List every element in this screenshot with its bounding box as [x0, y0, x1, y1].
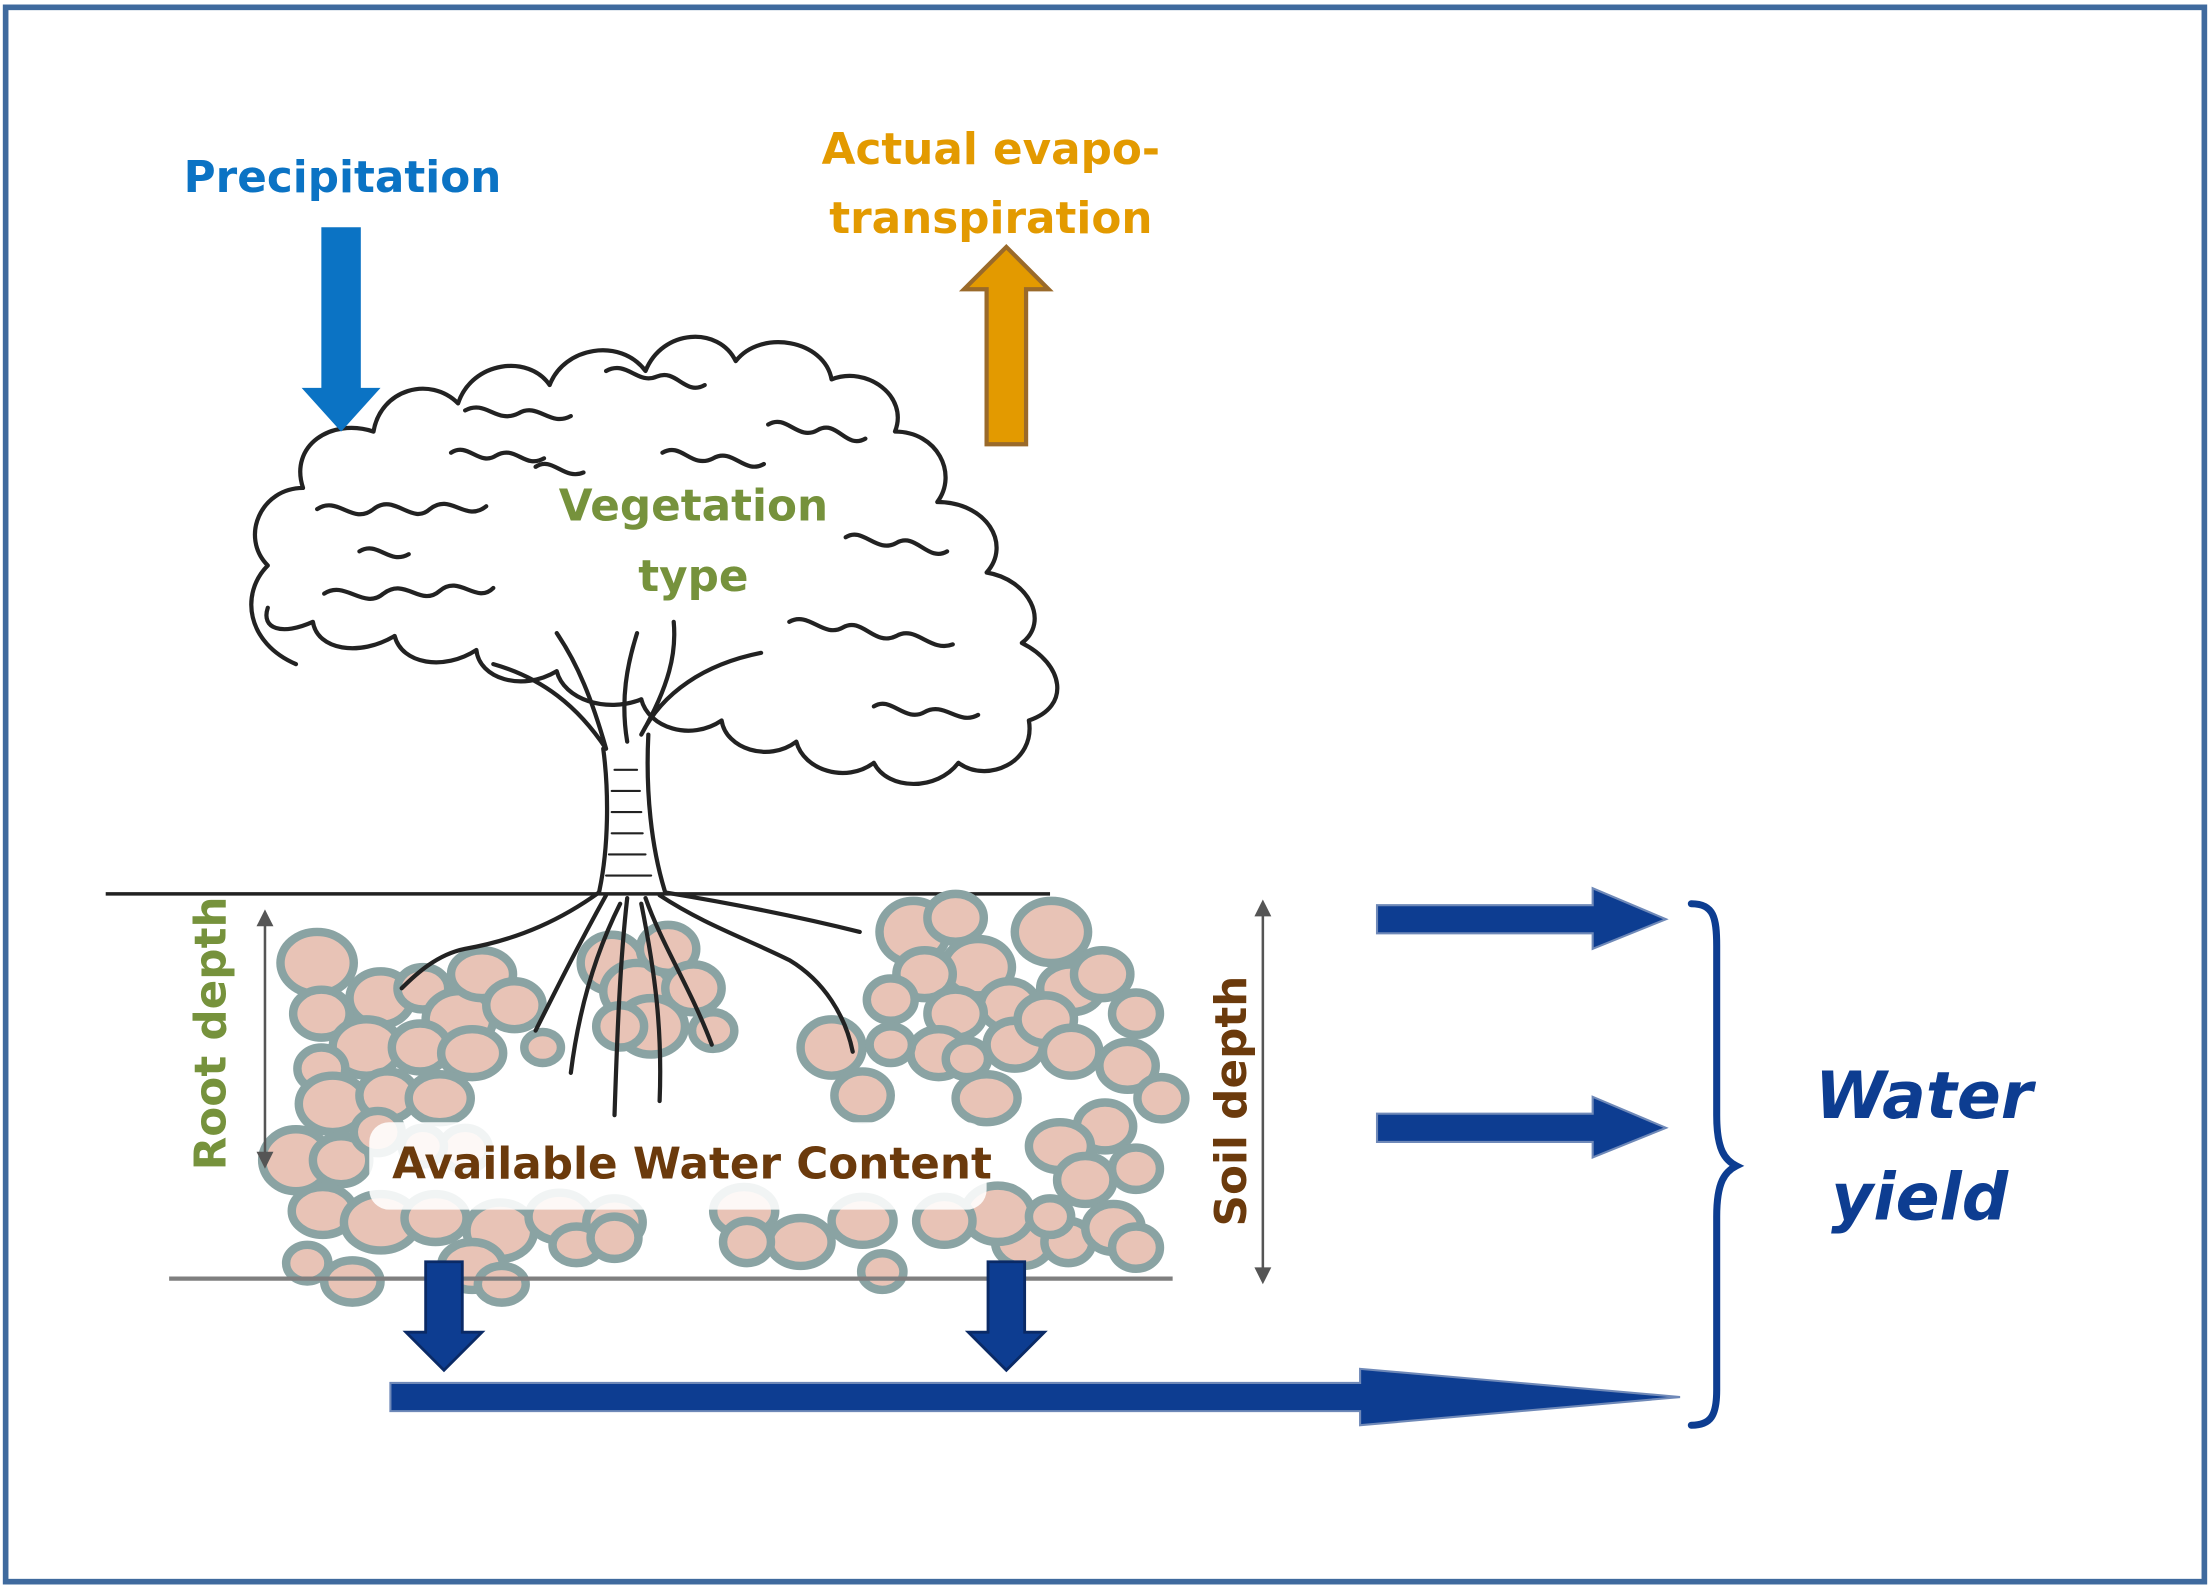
awc-label: Available Water Content	[392, 1139, 992, 1190]
root-depth-dimension	[256, 909, 274, 1169]
tree-canopy-outline-inner	[264, 605, 644, 708]
precipitation-arrow	[301, 227, 381, 432]
awc-label-glow	[369, 1122, 987, 1210]
soil-particle	[1133, 1072, 1190, 1124]
soil-particle	[586, 1212, 643, 1264]
tree-trunk	[596, 732, 668, 895]
surface-runoff-arrow	[1375, 886, 1669, 951]
aet-label-line2: transpiration	[829, 193, 1152, 244]
soil-particle	[865, 1022, 917, 1068]
tree-canopy-scribble-right	[766, 419, 981, 720]
subsurface-flow-arrow	[1375, 1095, 1669, 1159]
soil-particle	[288, 985, 354, 1042]
soil-particle	[276, 927, 358, 999]
vegetation-label-line1: Vegetation	[559, 480, 828, 531]
baseflow-arrow	[389, 1367, 1681, 1427]
soil-particle	[1010, 896, 1093, 968]
soil-icon	[257, 889, 1190, 1307]
soil-particle	[830, 1067, 895, 1124]
soil-depth-label: Soil depth	[1206, 976, 1257, 1227]
root-depth-label: Root depth	[186, 896, 237, 1170]
soil-particle	[520, 1027, 566, 1068]
soil-particle	[404, 1070, 475, 1127]
aet-arrow	[958, 243, 1054, 447]
percolation-arrow-left	[402, 1260, 486, 1373]
aet-label-line1: Actual evapo-	[822, 124, 1160, 175]
precipitation-label: Precipitation	[184, 152, 502, 203]
soil-particle	[473, 1261, 530, 1307]
soil-particle	[1024, 1194, 1076, 1240]
water-yield-label-line2: yield	[1831, 1160, 2009, 1235]
soil-particle	[281, 1240, 333, 1286]
soil-particle	[1038, 1023, 1104, 1080]
tree-roots	[399, 890, 862, 1118]
tree-canopy-scribble-top	[463, 365, 767, 477]
soil-particle	[1107, 988, 1165, 1040]
diagram-frame	[2, 4, 2208, 1585]
soil-particle	[718, 1216, 776, 1268]
tree-canopy-scribble-left	[315, 447, 547, 601]
soil-particle	[482, 977, 547, 1034]
tree-icon	[249, 334, 1060, 895]
soil-particle	[1107, 1222, 1165, 1274]
soil-particle	[951, 1070, 1022, 1127]
soil-particle	[862, 974, 919, 1025]
soil-particle	[1069, 946, 1135, 1003]
vegetation-label-line2: type	[638, 551, 748, 602]
tree-trunk-texture	[605, 768, 653, 877]
percolation-arrow-right	[964, 1260, 1048, 1373]
soil-particle	[319, 1256, 385, 1307]
tree-branches	[491, 619, 764, 751]
soil-particle	[765, 1213, 836, 1271]
soil-particle	[1052, 1151, 1118, 1209]
tree-canopy-outline	[249, 334, 1060, 786]
water-yield-label-line1: Water	[1815, 1059, 2037, 1134]
soil-particle	[436, 1024, 508, 1082]
soil-particle	[1095, 1037, 1160, 1095]
soil-particle	[856, 1249, 908, 1295]
water-yield-brace	[1687, 900, 1745, 1429]
soil-particle	[1107, 1143, 1165, 1195]
soil-particle	[923, 889, 989, 947]
soil-depth-dimension	[1254, 899, 1272, 1285]
